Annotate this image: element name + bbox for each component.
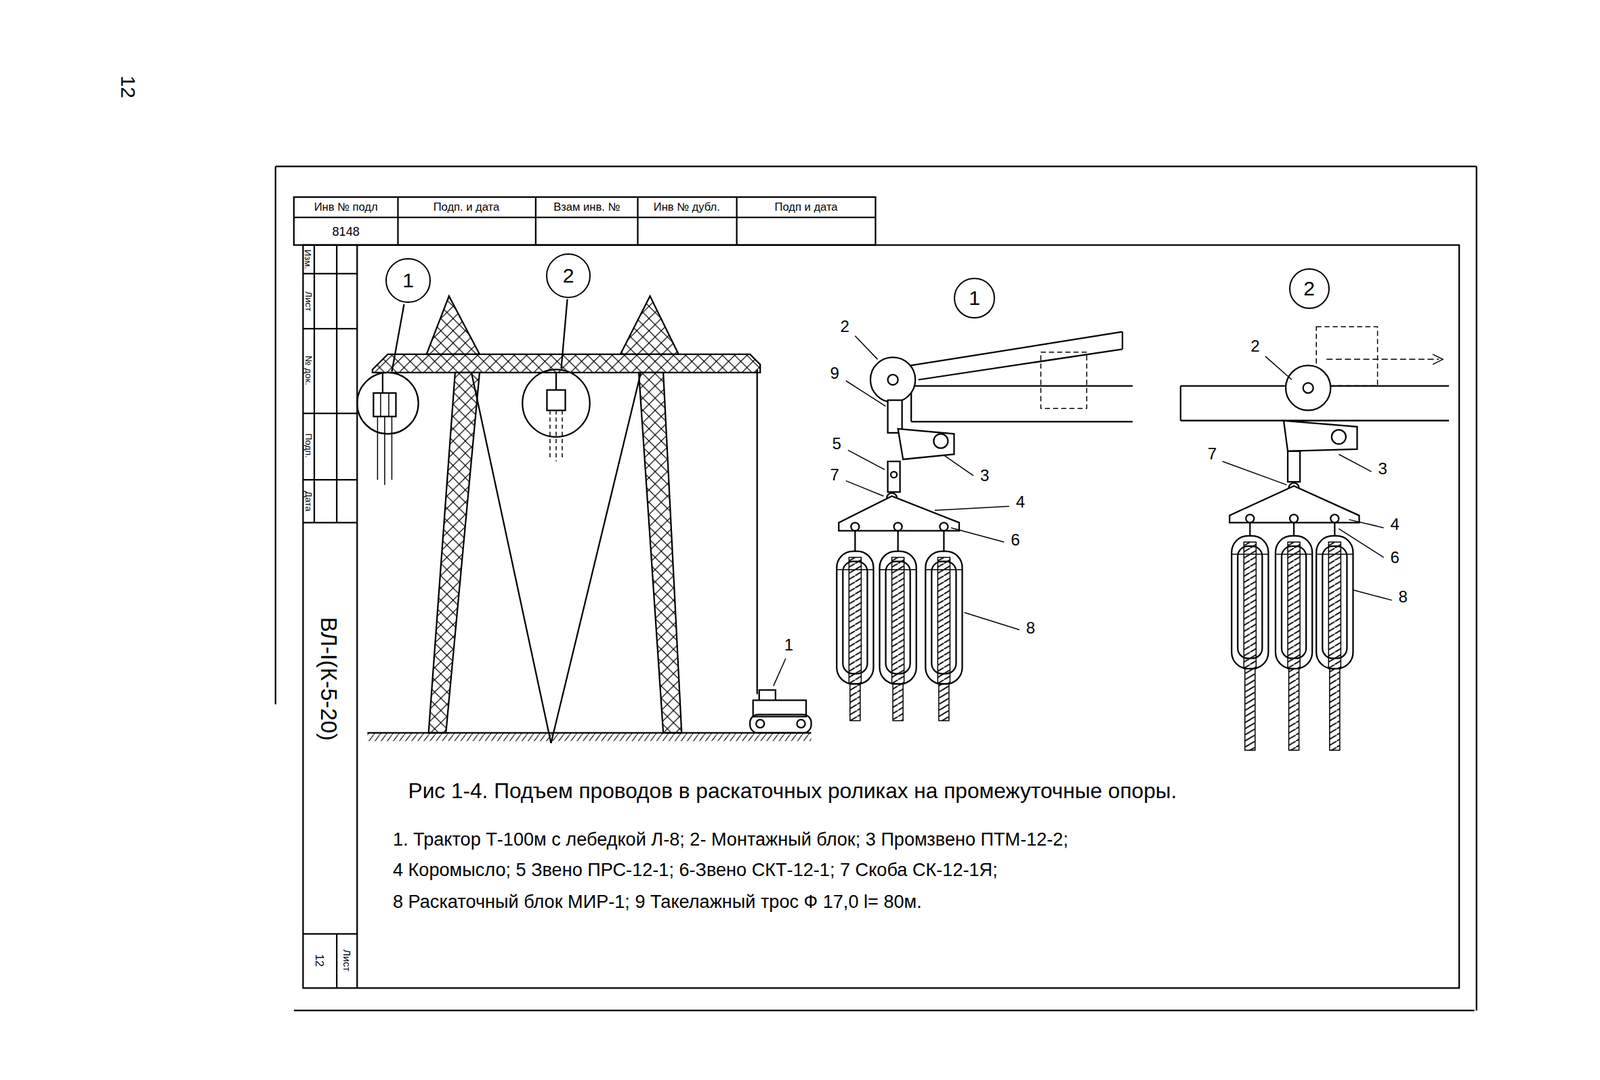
callout-number: 9	[830, 363, 840, 383]
callout-number: 3	[1377, 459, 1387, 479]
callout-number: 6	[1010, 530, 1020, 550]
legend-note: 4 Коромысло; 5 Звено ПРС-12-1; 6-Звено С…	[392, 858, 998, 880]
callout-number: 7	[1207, 444, 1217, 464]
table-cell: Подп.	[302, 433, 314, 458]
legend-note: 1. Трактор Т-100м с лебедкой Л-8; 2- Мон…	[392, 828, 1069, 850]
legend-note: 8 Раскаточный блок МИР-1; 9 Такелажный т…	[392, 890, 922, 912]
callout-number: 4	[1016, 492, 1025, 512]
callout-number: 4	[1390, 514, 1400, 534]
page-number: 12	[115, 75, 140, 99]
callout-number: 1	[968, 287, 981, 309]
drawing-code: ВЛ-I(К-5-20)	[315, 617, 342, 741]
figure-caption: Рис 1-4. Подъем проводов в раскаточных р…	[408, 778, 1178, 803]
callout-circle: 1	[385, 258, 431, 303]
callout-number: 1	[784, 635, 794, 655]
table-cell: Подп и дата	[774, 200, 838, 214]
table-cell: 8148	[332, 224, 360, 240]
callout-number: 8	[1398, 587, 1408, 607]
callout-number: 2	[1250, 336, 1260, 356]
callout-number: 3	[980, 466, 989, 486]
table-cell: Изм.	[302, 249, 314, 269]
tower-view	[356, 296, 811, 744]
callout-number: 2	[562, 265, 575, 286]
callout-number: 7	[830, 465, 840, 485]
sheet-frame	[275, 166, 1477, 1011]
callout-number: 5	[832, 434, 842, 454]
table-cell: Инв № подл	[314, 200, 378, 214]
callout-number: 2	[840, 317, 850, 336]
callout-number: 8	[1026, 618, 1036, 638]
table-cell: Лист	[302, 291, 314, 311]
callout-circle: 1	[953, 277, 995, 319]
callout-circle: 2	[545, 253, 591, 299]
detail-2	[1180, 326, 1449, 750]
table-cell: Подп. и дата	[433, 200, 500, 214]
callout-number: 1	[402, 270, 414, 291]
callout-number: 2	[1303, 278, 1315, 299]
table-cell: Инв № дубл.	[653, 200, 721, 214]
table-cell: № док.	[302, 355, 314, 385]
table-cell: Лист	[341, 949, 353, 972]
detail-1	[836, 331, 1133, 721]
callout-number: 6	[1390, 548, 1400, 567]
table-cell: Взам инв. №	[553, 200, 620, 214]
callout-circle: 2	[1289, 268, 1330, 309]
table-cell: 12	[312, 953, 326, 966]
table-cell: Дата	[302, 491, 314, 512]
